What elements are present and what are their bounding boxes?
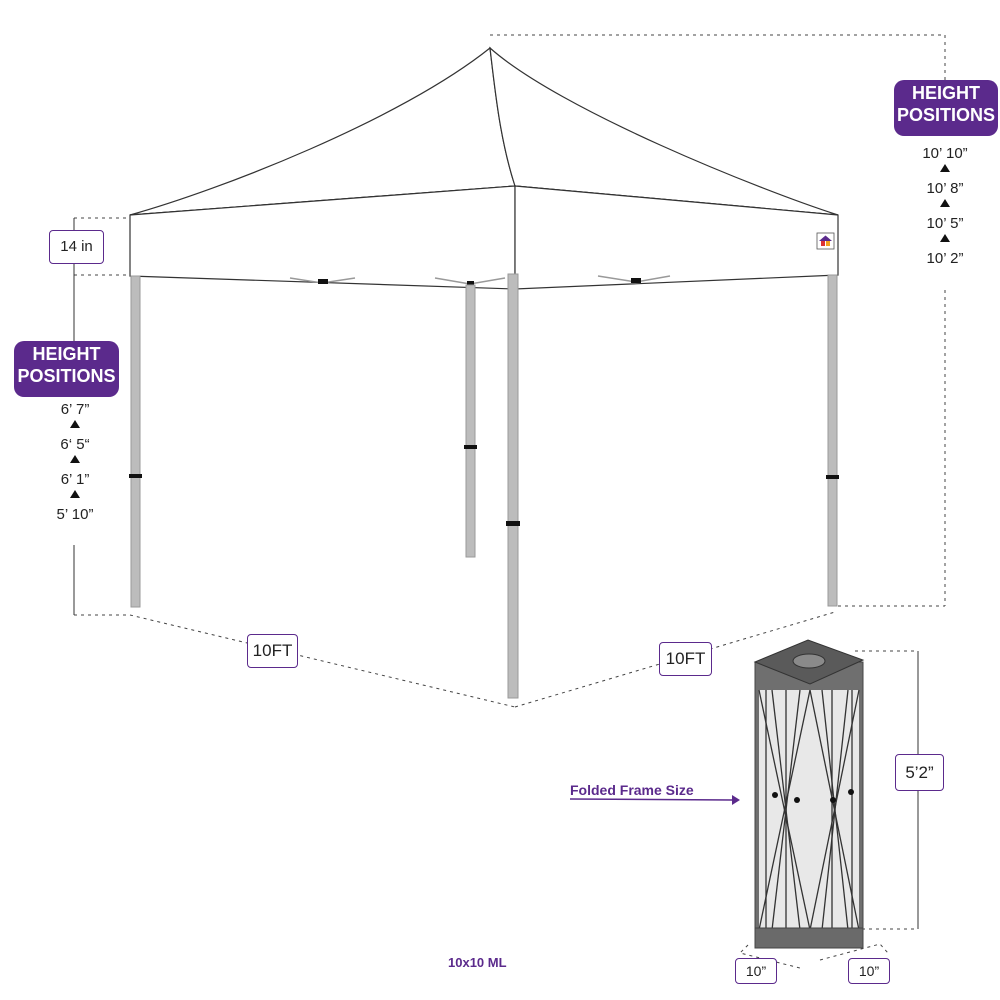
- folded-frame: [753, 639, 865, 949]
- height-value: 10’ 10”: [900, 143, 990, 164]
- height-positions-badge-left: HEIGHT POSITIONS: [14, 341, 119, 397]
- valance: [129, 185, 839, 290]
- badge-line-1: HEIGHT: [911, 83, 980, 103]
- folded-width-label-a: 10”: [735, 958, 777, 984]
- valance-height-label: 14 in: [49, 230, 104, 264]
- triangle-up-icon: [70, 490, 80, 498]
- height-value: 10’ 8”: [900, 178, 990, 199]
- canopy-legs: [130, 273, 838, 699]
- height-value: 6’ 1”: [30, 469, 120, 490]
- leg-height-list: 6’ 7” 6‘ 5“ 6’ 1” 5’ 10”: [30, 399, 120, 525]
- triangle-up-icon: [70, 455, 80, 463]
- model-label: 10x10 ML: [448, 955, 507, 970]
- height-value: 10’ 5”: [900, 213, 990, 234]
- badge-line-2: POSITIONS: [896, 105, 995, 125]
- arrow-right-icon: [569, 795, 740, 805]
- folded-height-label: 5’2”: [895, 754, 944, 791]
- height-positions-badge-right: HEIGHT POSITIONS: [894, 80, 998, 136]
- triangle-up-icon: [70, 420, 80, 428]
- dimension-guides: [74, 34, 946, 969]
- leg-height-clips: [129, 445, 839, 526]
- height-value: 5’ 10”: [30, 504, 120, 525]
- truss-frame: [289, 275, 671, 286]
- triangle-up-icon: [940, 164, 950, 172]
- dimension-lines: [73, 218, 919, 929]
- height-value: 6’ 7”: [30, 399, 120, 420]
- width-right-label: 10FT: [659, 642, 712, 676]
- triangle-up-icon: [940, 234, 950, 242]
- folded-frame-label: Folded Frame Size: [570, 782, 694, 798]
- house-logo-icon: [816, 232, 835, 250]
- height-value: 6‘ 5“: [30, 434, 120, 455]
- badge-line-1: HEIGHT: [32, 344, 101, 364]
- badge-line-2: POSITIONS: [17, 366, 116, 386]
- triangle-up-icon: [940, 199, 950, 207]
- width-left-label: 10FT: [247, 634, 298, 668]
- height-value: 10’ 2”: [900, 248, 990, 269]
- folded-width-label-b: 10”: [848, 958, 890, 984]
- peak-height-list: 10’ 10” 10’ 8” 10’ 5” 10’ 2”: [900, 143, 990, 269]
